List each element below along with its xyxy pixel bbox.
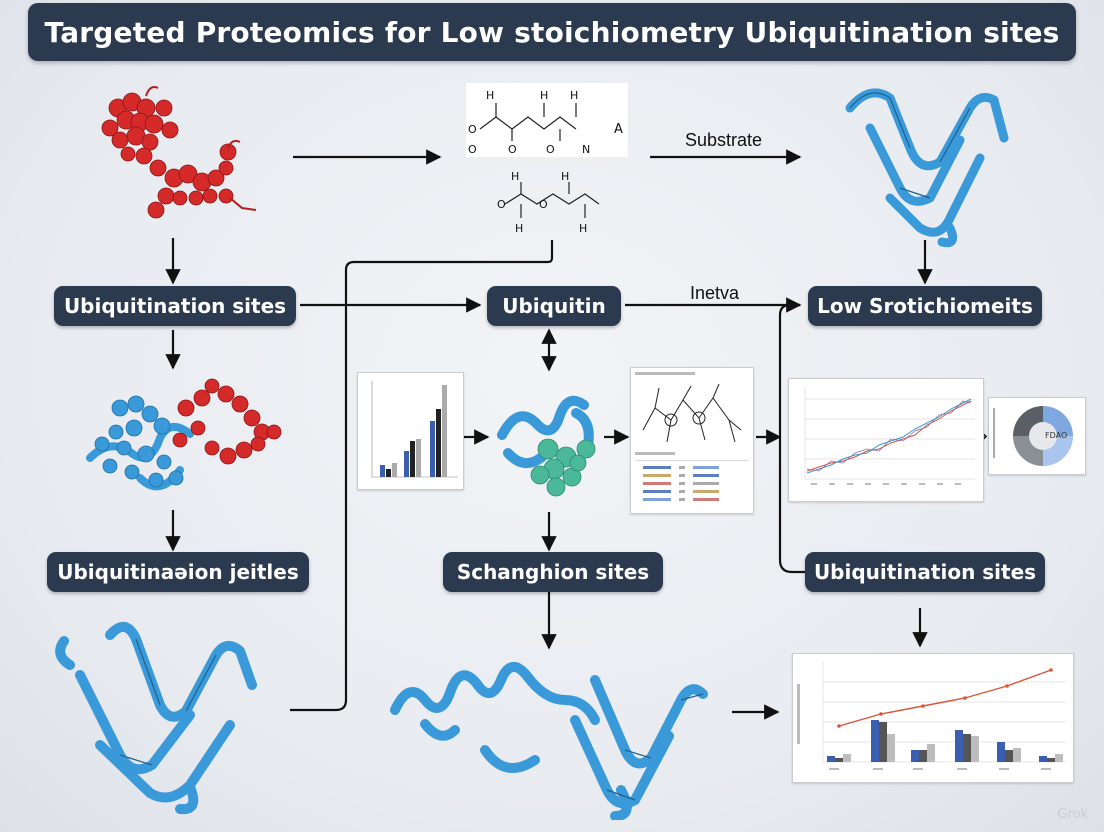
- chem-atom: H: [561, 170, 569, 183]
- chem-atom: H: [511, 170, 519, 183]
- chem-atom: O: [546, 143, 555, 156]
- line-chart-card: [788, 378, 984, 502]
- bar-chart-card-small: [357, 372, 464, 490]
- chem-atom: H: [579, 222, 587, 235]
- chem-table-card: [630, 367, 754, 514]
- label-ubiquitin: Ubiquitin: [487, 286, 621, 326]
- title-bar: Targeted Proteomics for Low stoichiometr…: [28, 3, 1076, 61]
- label-ubiquitination-jeitles: Ubiquitinaǝion jeitles: [47, 552, 309, 592]
- chem-atom: O: [468, 143, 477, 156]
- red-bead-protein-image: [101, 86, 257, 219]
- chem-atom: O: [508, 143, 517, 156]
- chem-atom: H: [540, 89, 548, 102]
- label-ubiquitination-sites-right: Ubiquitination sites: [805, 552, 1045, 592]
- blue-ribbon-protein-bottom-left: [55, 622, 257, 815]
- label-schanghion-sites: Schanghion sites: [443, 552, 663, 592]
- connector-bracket-left: [290, 240, 554, 712]
- inetva-label: Inetva: [690, 283, 740, 303]
- combo-chart-card: [792, 653, 1074, 783]
- pie-label: FDAO: [1045, 431, 1067, 440]
- chem-structure-lower: H H O O H H: [497, 170, 600, 235]
- page-title: Targeted Proteomics for Low stoichiometr…: [44, 15, 1060, 49]
- chem-letter-a: A: [614, 122, 623, 137]
- chem-atom: O: [539, 198, 548, 211]
- blue-red-bead-protein: [86, 378, 282, 491]
- label-ubiquitination-sites-left: Ubiquitination sites: [54, 286, 296, 326]
- label-low-stoichiometry: Low Srotichiomeits: [808, 286, 1042, 326]
- chem-atom: O: [497, 198, 506, 211]
- blue-ribbon-complex-bottom: [390, 662, 708, 820]
- watermark: Grok: [1057, 807, 1088, 822]
- chem-atom: N: [582, 143, 590, 156]
- pie-chart-card: FDAO: [988, 397, 1086, 475]
- chem-atom: H: [570, 89, 578, 102]
- chem-atom: H: [515, 222, 523, 235]
- teal-blue-helix-protein: [497, 395, 596, 497]
- chem-structure-top: H H H O O O O N A: [466, 83, 628, 157]
- substrate-label: Substrate: [685, 130, 763, 150]
- chem-atom: H: [486, 89, 494, 102]
- chem-atom: O: [468, 123, 477, 136]
- blue-ribbon-protein-top-right: [845, 88, 1009, 248]
